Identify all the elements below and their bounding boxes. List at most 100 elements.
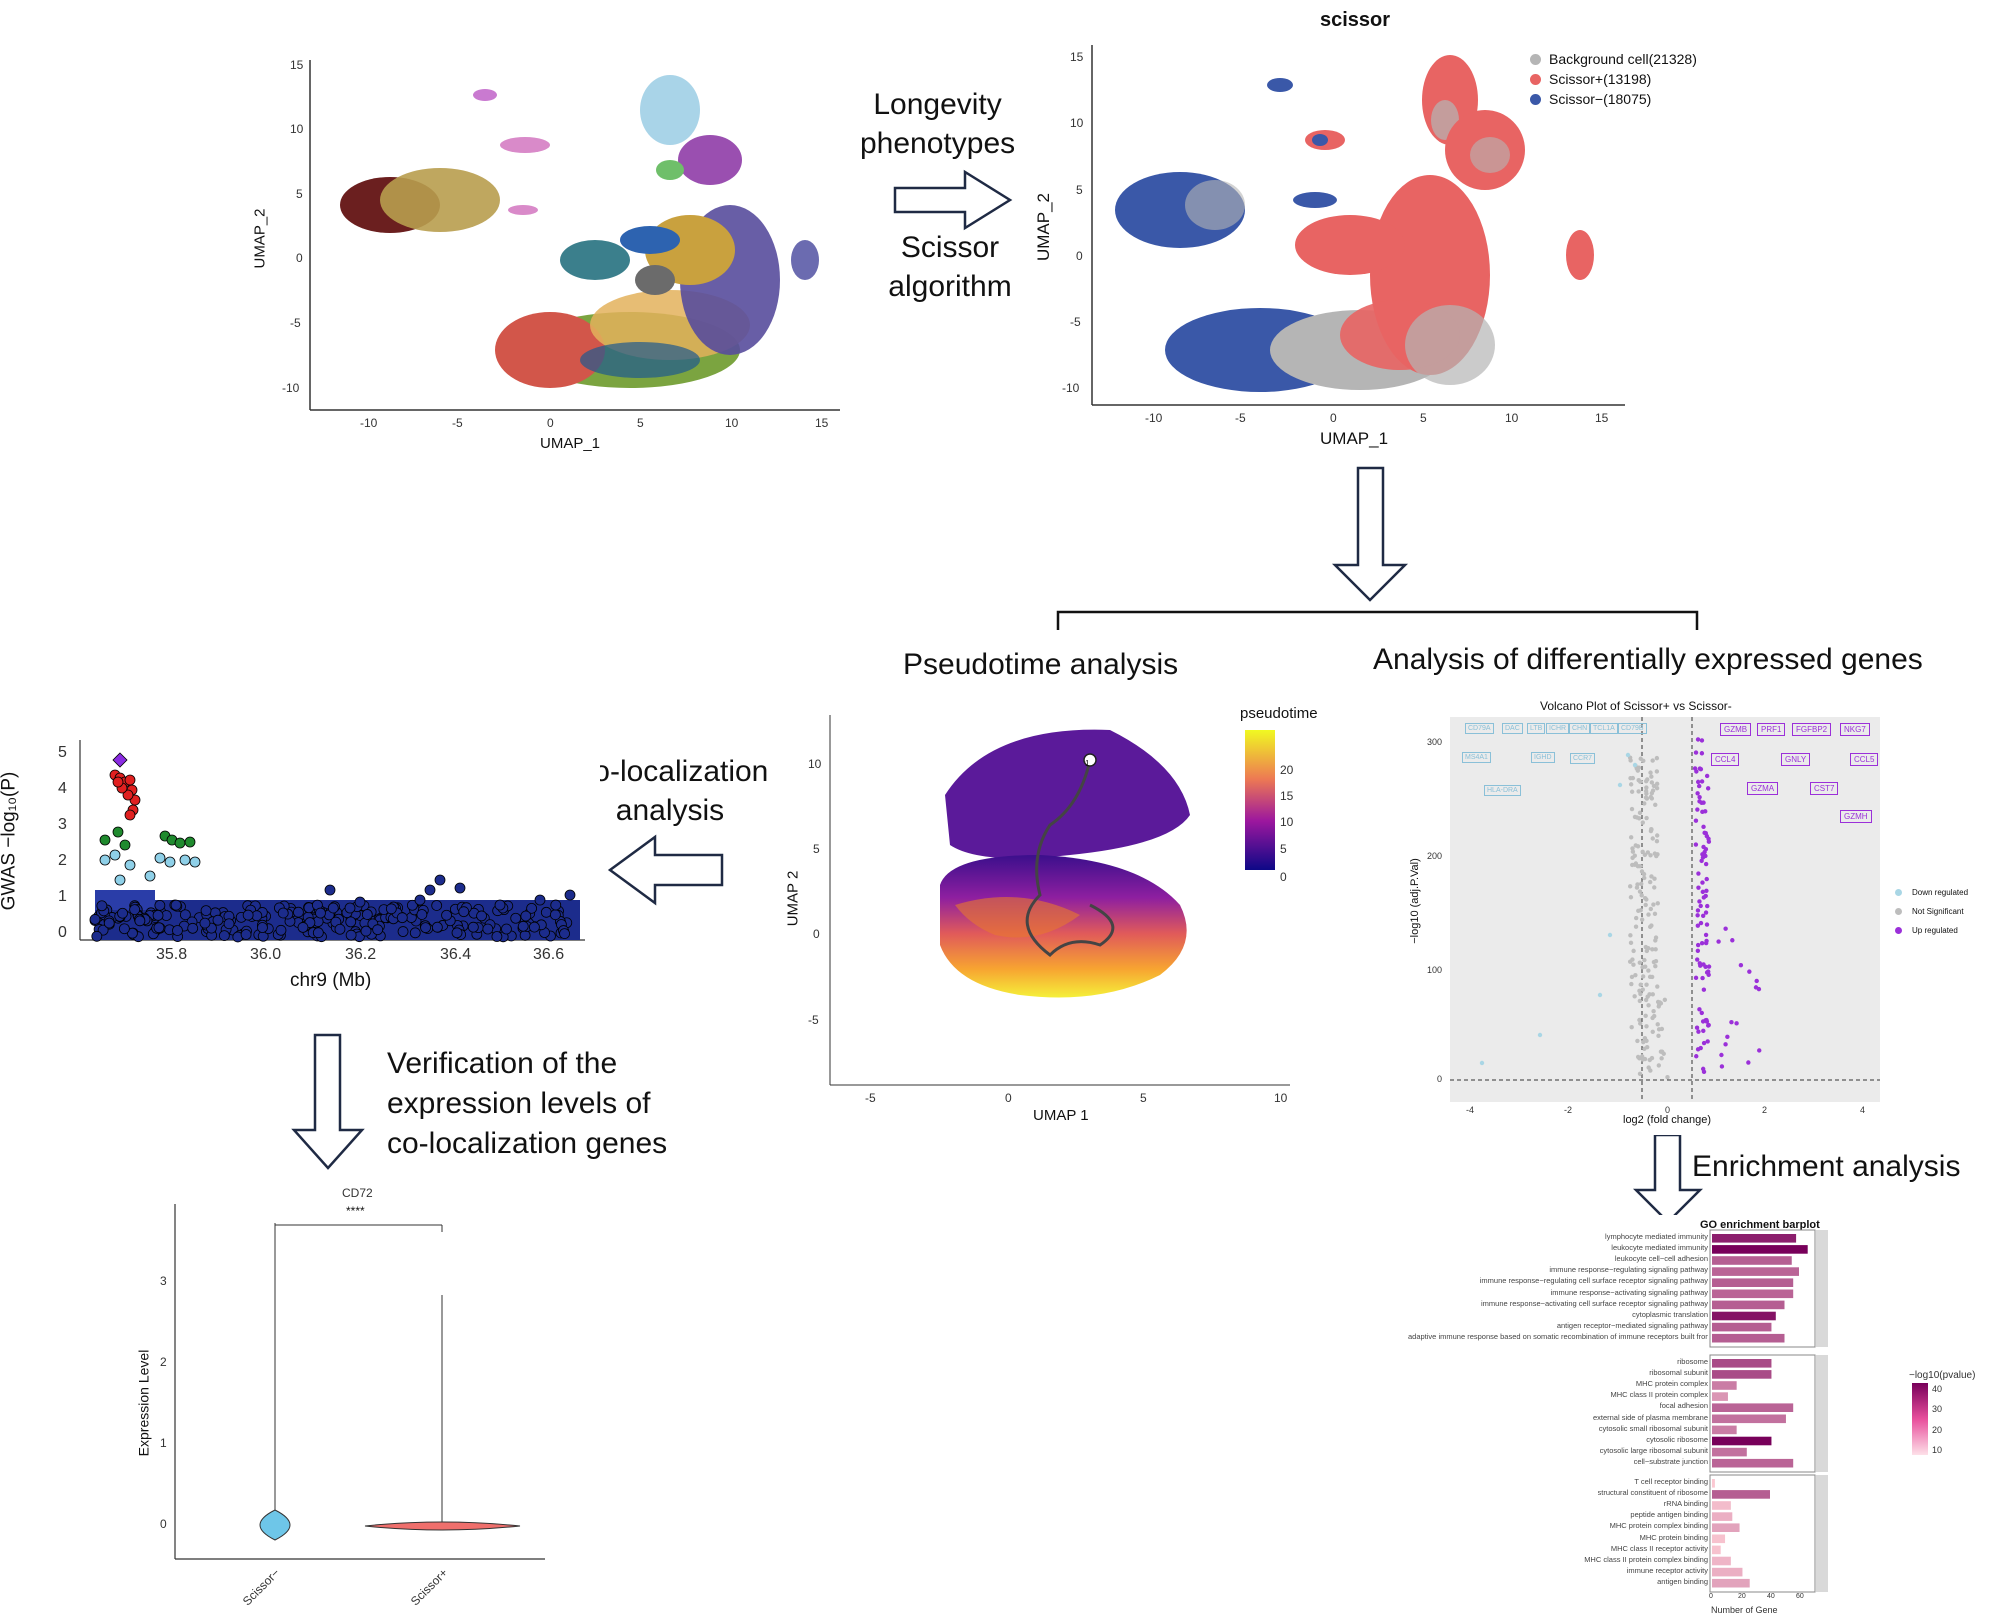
y-tick: 300	[1427, 737, 1443, 747]
x-tick: 40	[1767, 1593, 1775, 1600]
volcano-point	[1704, 922, 1710, 927]
gwas-point	[152, 910, 164, 921]
chart-title: GO enrichment barplot	[1700, 1219, 1820, 1231]
volcano-point	[1633, 924, 1639, 929]
volcano-point	[1653, 964, 1658, 969]
volcano-point	[1730, 938, 1735, 943]
go-bar	[1712, 1414, 1786, 1424]
volcano-point	[1649, 874, 1654, 879]
gene-label-down: DAC	[1502, 723, 1523, 734]
y-tick: -5	[808, 1013, 819, 1027]
volcano-point	[1756, 986, 1762, 992]
x-tick: 36.4	[440, 946, 472, 963]
volcano-point	[1703, 910, 1709, 915]
volcano-point	[1640, 820, 1646, 825]
gene-label-down: HLA-DRA	[1484, 785, 1521, 796]
volcano-point	[1654, 833, 1660, 838]
gwas-point	[397, 926, 409, 937]
volcano-point	[1695, 948, 1701, 953]
gwas-point	[324, 884, 336, 896]
gwas-point	[99, 854, 111, 866]
gwas-point	[550, 899, 562, 911]
facet-panel	[1709, 1354, 1816, 1473]
volcano-point	[1648, 906, 1654, 912]
go-term-label: MHC protein binding	[1639, 1532, 1708, 1542]
legend-item: Scissor+(13198)	[1530, 69, 1697, 89]
x-tick: 36.0	[250, 946, 282, 963]
volcano-point	[1704, 773, 1710, 779]
volcano-point	[1655, 984, 1660, 989]
volcano-point	[1635, 1038, 1640, 1044]
gwas-point	[494, 899, 506, 911]
volcano-point	[1699, 738, 1705, 743]
volcano-point	[1656, 1063, 1662, 1068]
scissor-algorithm-label: Scissor algorithm	[888, 231, 1012, 303]
legend-tick: 10	[1280, 815, 1294, 829]
volcano-point	[1705, 903, 1710, 909]
gwas-point	[344, 902, 356, 914]
volcano-point	[1698, 1045, 1703, 1051]
gwas-svg	[79, 740, 585, 943]
volcano-point	[1635, 844, 1641, 849]
gwas-point	[345, 916, 357, 928]
volcano-point	[1692, 766, 1698, 771]
gwas-point	[119, 839, 131, 851]
volcano-point	[1703, 809, 1708, 814]
gwas-point	[144, 870, 156, 882]
gene-label-up: NKG7	[1840, 723, 1870, 736]
volcano-point	[1650, 788, 1656, 793]
volcano-point	[1701, 824, 1706, 830]
y-axis-label: Expression Level	[135, 1349, 152, 1457]
legend-dot	[1895, 889, 1902, 896]
volcano-point	[1634, 815, 1640, 820]
gwas-point	[153, 922, 165, 934]
go-term-label: cytosolic small ribosomal subunit	[1598, 1423, 1708, 1433]
gwas-point	[420, 922, 431, 934]
volcano-point	[1637, 1071, 1643, 1077]
x-tick: 0	[1005, 1091, 1012, 1105]
y-tick: 1	[160, 1436, 167, 1450]
go-term-label: immune response−regulating cell surface …	[1479, 1276, 1708, 1286]
volcano-point	[1649, 780, 1655, 785]
x-tick: 60	[1796, 1593, 1804, 1600]
volcano-point	[1628, 835, 1634, 840]
x-tick: 5	[637, 416, 644, 430]
volcano-point	[1654, 781, 1660, 787]
volcano-svg	[1450, 717, 1880, 1102]
go-bar	[1712, 1234, 1797, 1243]
umap-scissor-svg	[1091, 45, 1625, 406]
go-term-label: MHC protein complex binding	[1609, 1521, 1708, 1531]
volcano-point	[1635, 768, 1641, 773]
volcano-point	[1643, 944, 1649, 950]
volcano-point	[1638, 779, 1643, 784]
legend-dot	[1530, 73, 1541, 85]
pseudotime-svg	[829, 715, 1290, 1086]
x-tick: -4	[1466, 1105, 1475, 1115]
gene-label-down: ICHR	[1546, 723, 1570, 734]
y-tick: 200	[1427, 851, 1443, 861]
gwas-point	[396, 912, 408, 924]
go-term-label: MHC class II receptor activity	[1610, 1543, 1708, 1553]
volcano-point	[1649, 774, 1654, 779]
gwas-point	[441, 909, 452, 921]
legend-item: Up regulated	[1895, 921, 1968, 940]
volcano-point	[1734, 1021, 1739, 1026]
colocalization-label: Co-localization analysis	[571, 755, 769, 827]
gwas-point	[482, 923, 494, 935]
gene-label-up: GZMA	[1747, 782, 1779, 795]
volcano-point	[1646, 912, 1651, 917]
volcano-point	[1639, 881, 1644, 887]
volcano-point	[1644, 1024, 1649, 1029]
legend-item: Not Significant	[1895, 902, 1968, 921]
gwas-point	[434, 874, 446, 886]
gene-label-down: TCL1A	[1590, 723, 1618, 734]
go-bar	[1712, 1534, 1726, 1544]
volcano-point	[1642, 957, 1647, 963]
gwas-point	[170, 899, 182, 911]
gwas-point	[189, 856, 201, 868]
gwas-point	[124, 774, 136, 786]
y-tick: 5	[296, 187, 303, 201]
go-term-label: peptide antigen binding	[1630, 1510, 1708, 1520]
gwas-point	[124, 809, 136, 821]
volcano-point	[1629, 981, 1634, 987]
